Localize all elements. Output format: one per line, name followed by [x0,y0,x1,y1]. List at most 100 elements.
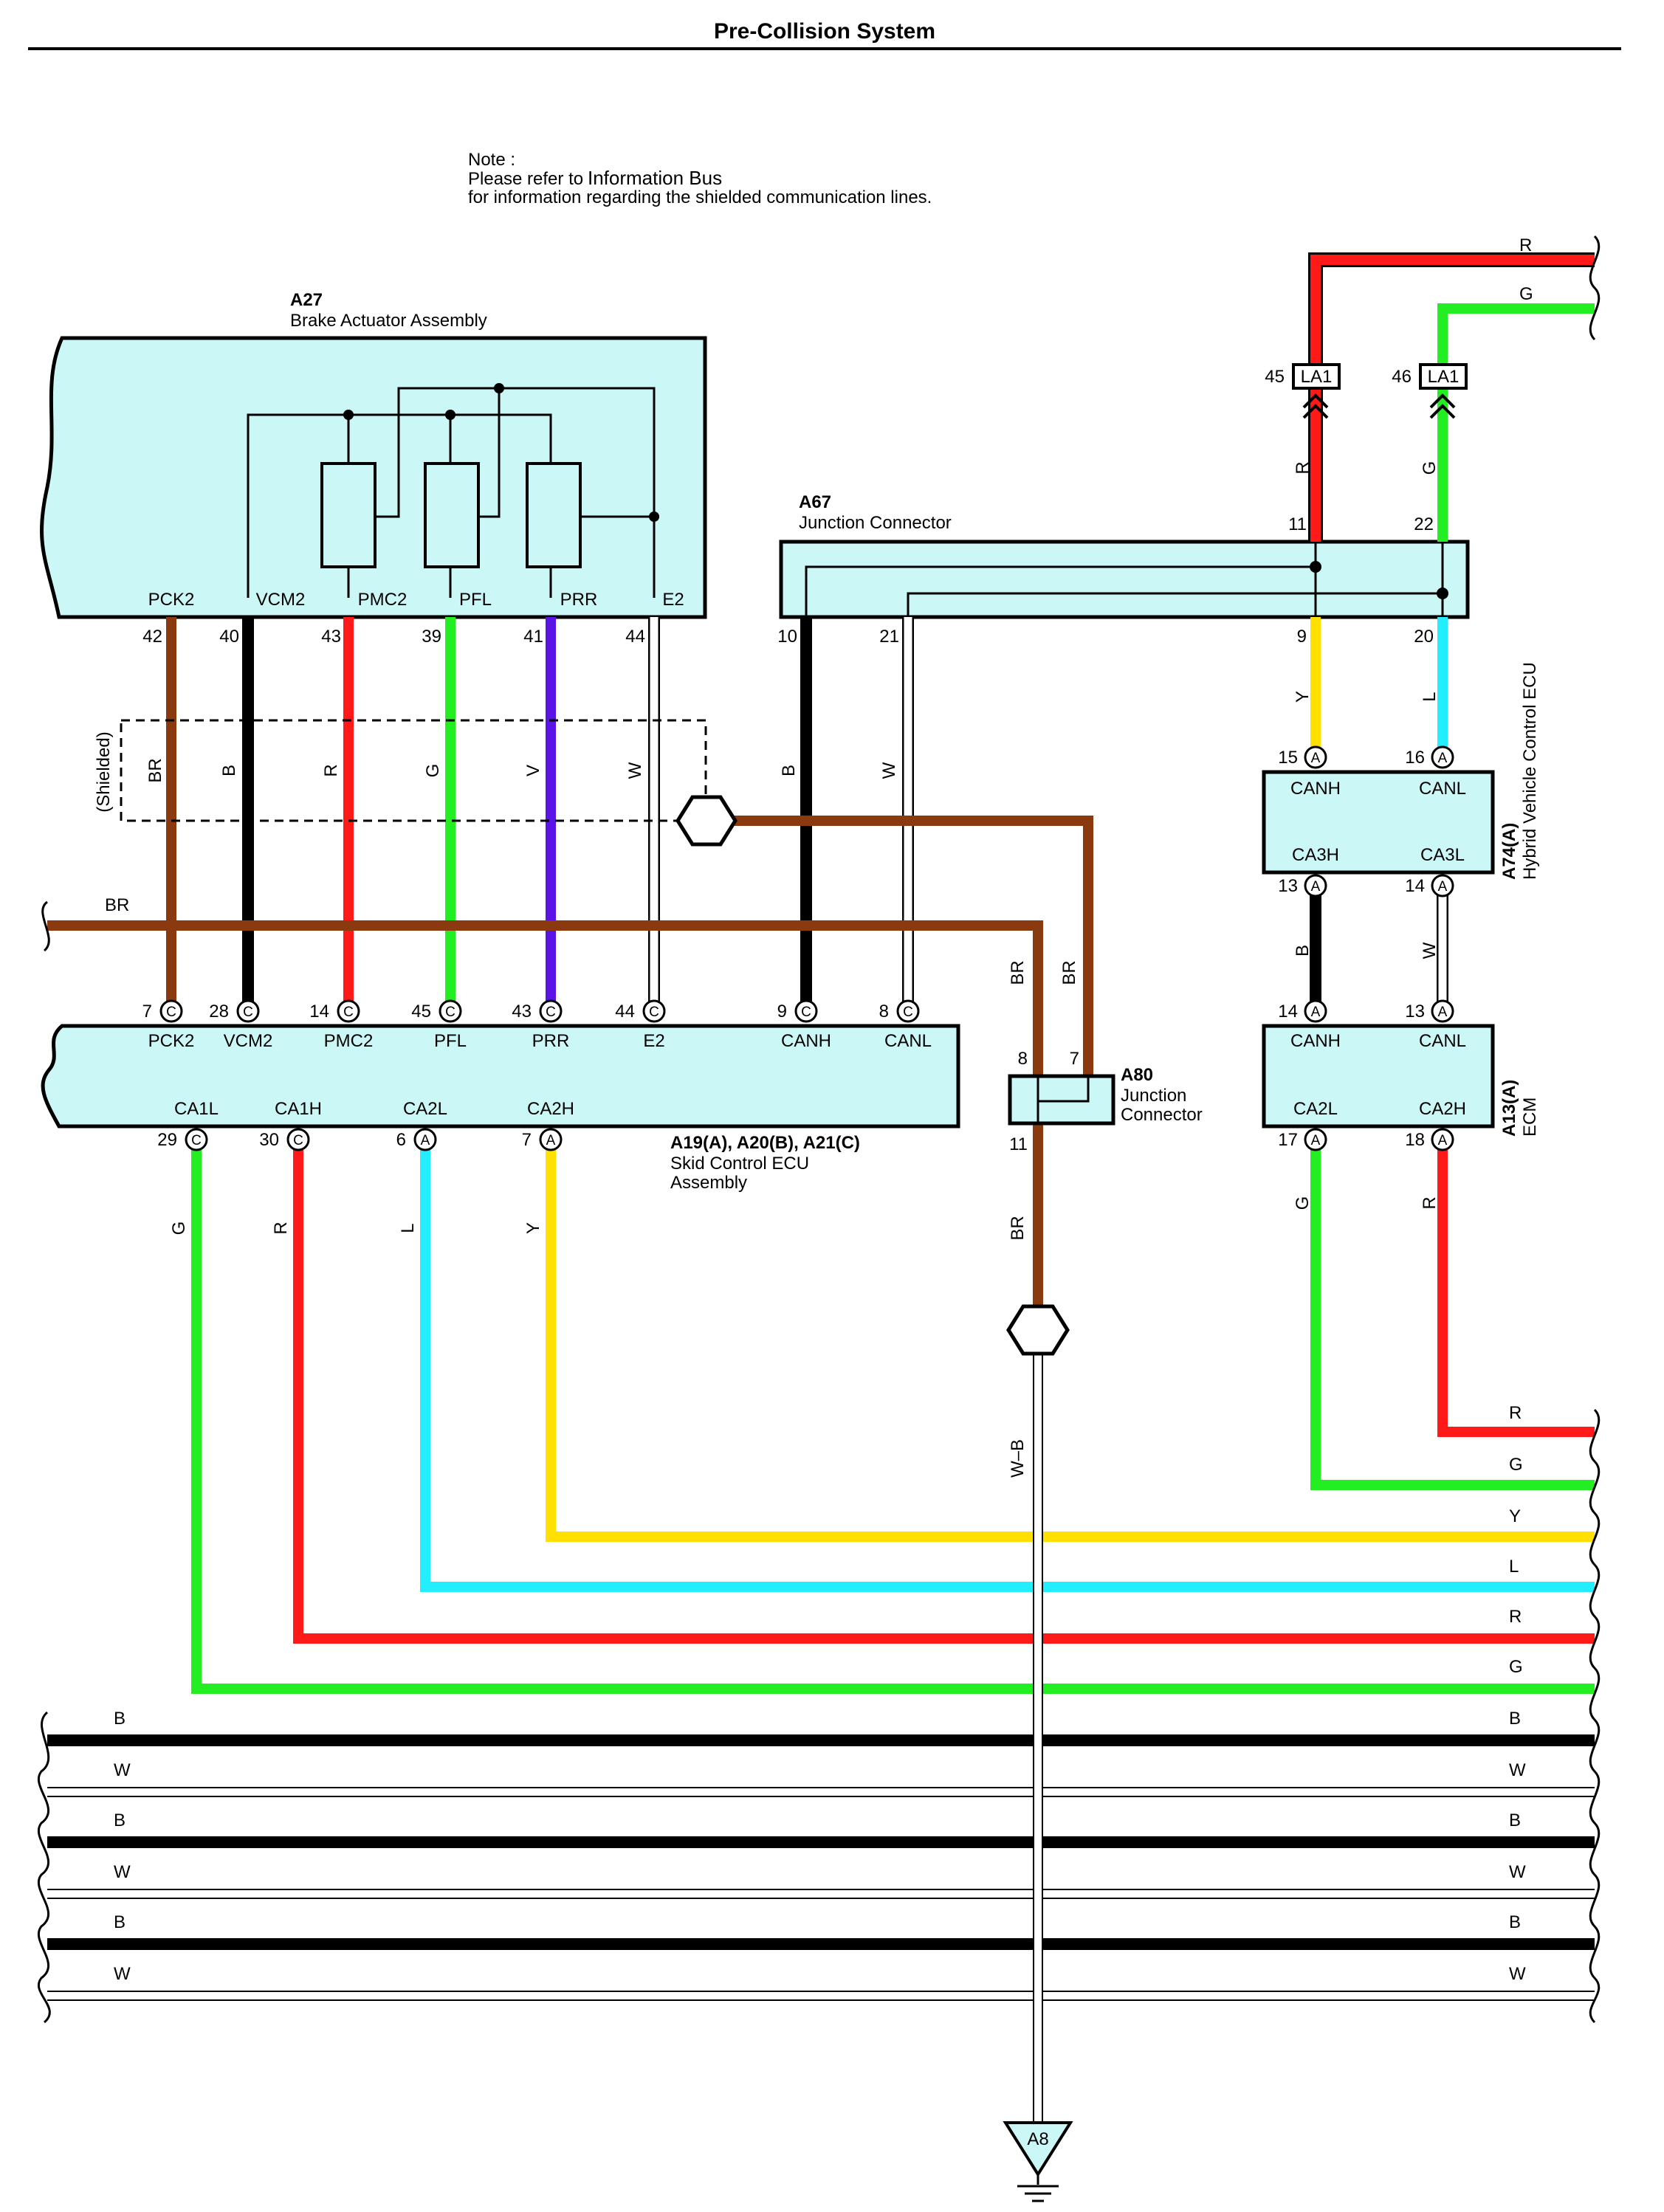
svg-text:BR: BR [145,758,165,782]
skid-pinno-8: 8 [879,1002,889,1021]
a27-pinno-41: 41 [523,627,543,647]
a13-pinno-17: 17 [1278,1130,1298,1150]
note-link-information-bus[interactable]: Information Bus [588,167,722,189]
skid-pinno-14: 14 [309,1002,329,1021]
a74-pinno-13: 13 [1278,876,1298,896]
svg-text:A: A [1438,751,1448,766]
wire-g-ca1l [191,1141,1595,1694]
a27-pinno-40: 40 [219,627,239,647]
svg-text:C: C [243,1005,253,1020]
ground-splice-point [1006,1304,1070,1356]
wire-br-horizontal [47,920,1043,1079]
svg-text:C: C [191,1133,202,1148]
la1-pinno-46: 46 [1392,367,1412,387]
shield-box [120,719,707,822]
skid-pin-pfl: PFL [434,1031,467,1051]
svg-text:B: B [1509,1810,1521,1830]
skid-pinno-7b: 7 [522,1130,532,1150]
svg-text:R: R [1509,1607,1522,1627]
svg-text:BR: BR [1059,960,1079,985]
shielded-label: (Shielded) [94,731,114,812]
skid-pin-ca2l: CA2L [403,1099,447,1119]
shield-ground-point [675,795,738,847]
note-line-1: Note : [468,150,515,170]
label-wire-y: Y [1293,691,1313,703]
svg-text:W: W [1509,1862,1526,1882]
a27-pin-vcm2: VCM2 [256,590,306,610]
note-line-2: Please refer to [468,169,583,189]
svg-text:C: C [293,1133,303,1148]
a74-pin-canl: CANL [1419,779,1466,799]
a27-pin-pfl: PFL [459,590,492,610]
svg-text:Y: Y [523,1222,543,1234]
note-line-3: for information regarding the shielded c… [468,187,932,207]
svg-text:W: W [879,762,899,779]
label-wire-r-a13: R [1420,1196,1440,1209]
la1-label-2: LA1 [1428,367,1460,387]
svg-text:W: W [1509,1964,1526,1984]
page-title: Pre-Collision System [714,19,935,44]
svg-text:R: R [271,1222,291,1234]
svg-text:G: G [1509,1657,1523,1677]
note: Note : Please refer to Information Bus f… [468,150,932,207]
a80-pinno-8: 8 [1018,1049,1028,1069]
svg-text:R: R [321,764,341,776]
skid-code: A19(A), A20(B), A21(C) [670,1133,860,1153]
svg-text:G: G [1509,1455,1523,1475]
left-edge-labels: B W B W B W [114,1709,131,1984]
svg-text:A: A [1438,879,1448,895]
a74-pin-ca3h: CA3H [1292,845,1339,865]
svg-text:W–B: W–B [1008,1439,1028,1478]
label-wire-b-a74: B [1293,945,1313,957]
a80-code: A80 [1121,1065,1153,1085]
skid-pinno-44: 44 [615,1002,635,1021]
skid-pinno-7: 7 [142,1002,152,1021]
label-wire-g-la1: G [1420,461,1440,475]
a74-name: Hybrid Vehicle Control ECU [1520,662,1540,880]
svg-text:A: A [1311,879,1321,895]
label-wire-w-a74: W [1420,942,1440,959]
wire-y-ca2h [546,1141,1595,1542]
a67-code: A67 [799,492,831,512]
right-edge-labels: R G Y L R G B W B W B W [1509,1403,1526,1984]
skid-pin-pmc2: PMC2 [324,1031,374,1051]
bus-lines [37,1711,1595,2024]
svg-text:B: B [1509,1912,1521,1932]
wire-br-shield-drain [706,816,1093,1079]
a27-pinno-44: 44 [625,627,645,647]
skid-pin-canh: CANH [781,1031,831,1051]
svg-text:W: W [625,762,645,779]
a74-pinno-14: 14 [1405,876,1425,896]
la1-pinno-45: 45 [1265,367,1285,387]
svg-text:C: C [546,1005,556,1020]
wire-r-ca1h [293,1141,1595,1644]
svg-text:B: B [1509,1709,1521,1729]
svg-text:A: A [1311,1005,1321,1020]
skid-pin-pck2: PCK2 [148,1031,195,1051]
a67-pinno-11: 11 [1288,514,1307,534]
skid-pinno-9: 9 [777,1002,787,1021]
a13-pinno-14: 14 [1278,1002,1298,1021]
svg-text:V: V [523,765,543,776]
a80-pinno-7: 7 [1070,1049,1079,1069]
svg-text:A: A [1438,1005,1448,1020]
a13-pin-canl: CANL [1419,1031,1466,1051]
a67-pinno-9: 9 [1297,627,1307,647]
svg-text:C: C [343,1005,354,1020]
a13-pinno-13: 13 [1405,1002,1425,1021]
svg-text:B: B [114,1810,126,1830]
label-wire-l: L [1420,692,1440,701]
a27-pin-prr: PRR [560,590,598,610]
ground-a8: A8 [1003,2121,1073,2202]
svg-text:C: C [445,1005,455,1020]
svg-text:C: C [903,1005,913,1020]
a27-pin-pmc2: PMC2 [358,590,408,610]
svg-text:L: L [398,1223,418,1233]
a74-pinno-15: 15 [1278,748,1298,768]
a74-pin-canh: CANH [1290,779,1341,799]
la1-connectors: LA1 45 LA1 46 R G R G [1265,235,1533,475]
a67-name: Junction Connector [799,513,952,533]
a13-pin-ca2h: CA2H [1419,1099,1466,1119]
a27-pin-pck2: PCK2 [148,590,195,610]
a74-pin-ca3l: CA3L [1420,845,1465,865]
